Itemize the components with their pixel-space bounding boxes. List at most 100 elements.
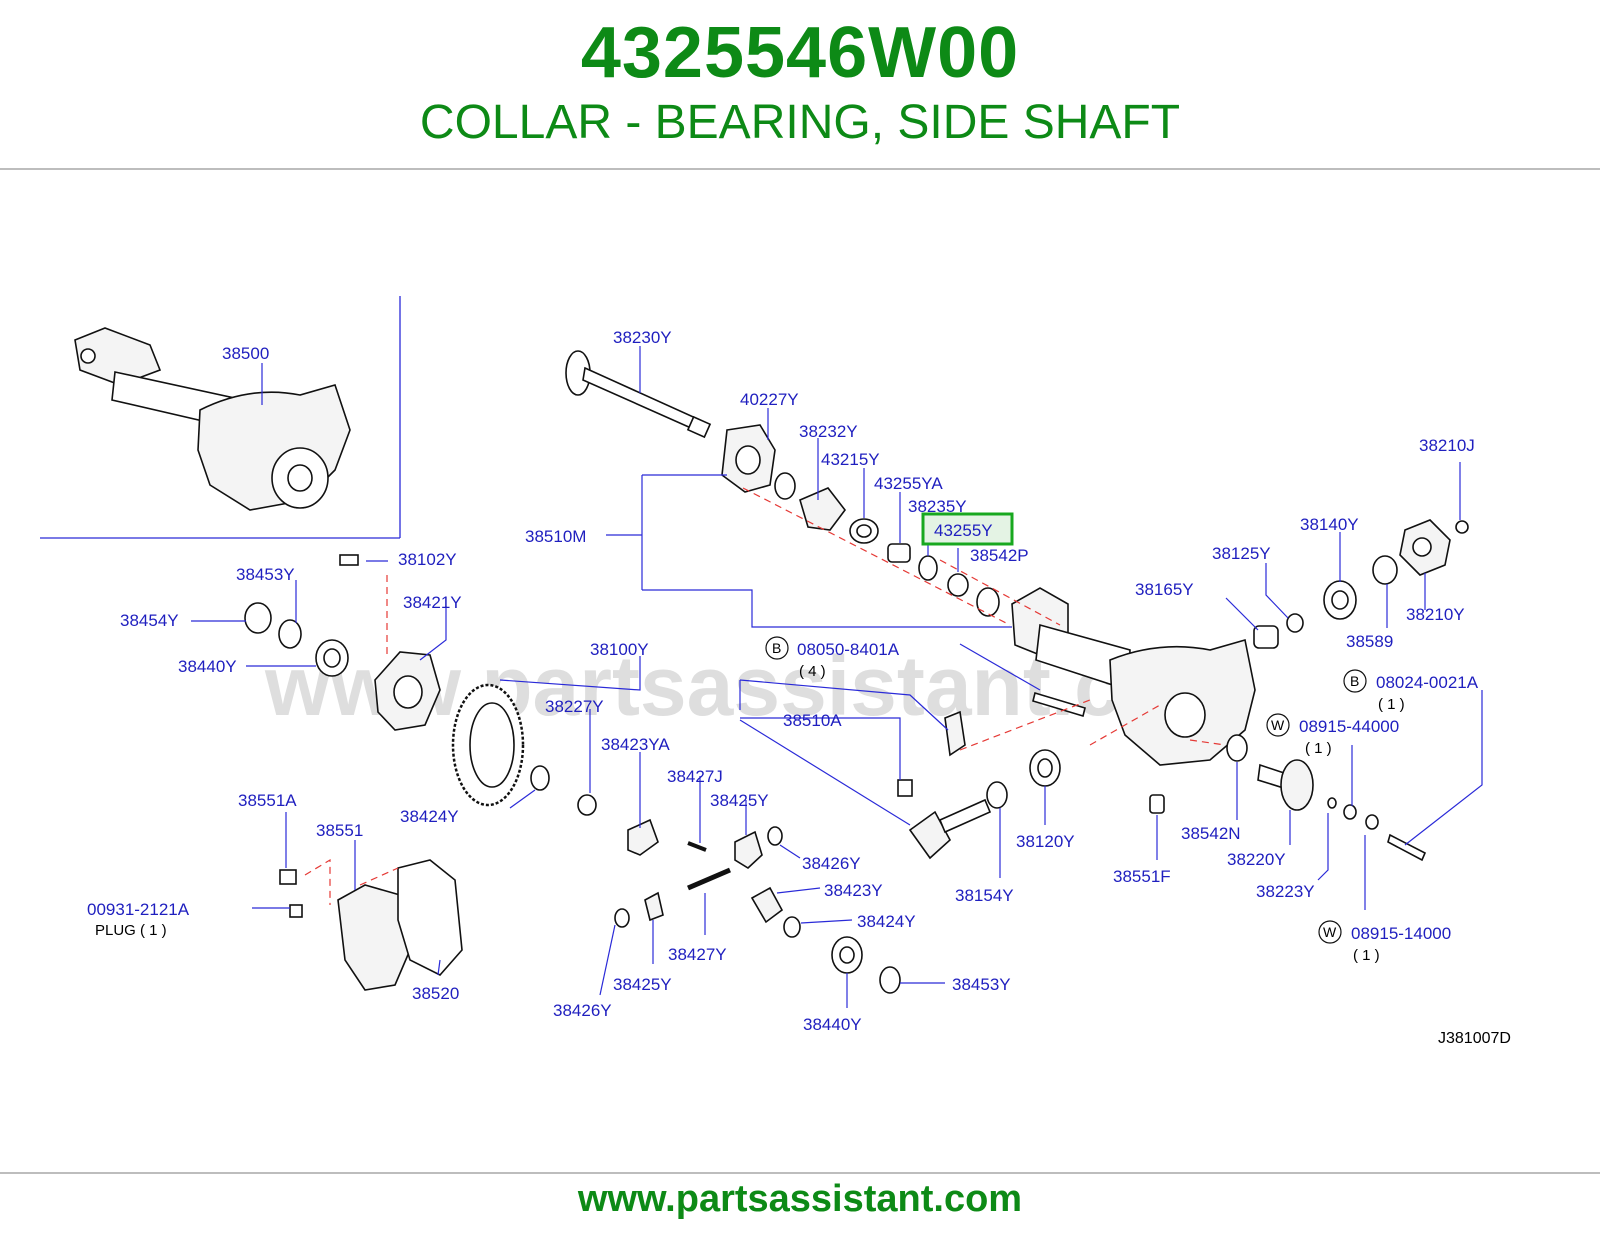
label-38120Y[interactable]: 38120Y	[1016, 832, 1075, 851]
label-38235Y[interactable]: 38235Y	[908, 497, 967, 516]
label-08915-14000[interactable]: 08915-14000	[1351, 924, 1451, 943]
bearing-38440Y-low-drawing	[831, 936, 863, 974]
label-38421Y[interactable]: 38421Y	[403, 593, 462, 612]
plug-note: PLUG ( 1 )	[95, 922, 167, 939]
label-43215Y[interactable]: 43215Y	[821, 450, 880, 469]
seal-38542N-drawing	[1226, 734, 1248, 762]
seal-38589-drawing	[1372, 555, 1398, 585]
label-38232Y[interactable]: 38232Y	[799, 422, 858, 441]
label-38154Y[interactable]: 38154Y	[955, 886, 1014, 905]
label-38210J[interactable]: 38210J	[1419, 436, 1475, 455]
label-38102Y[interactable]: 38102Y	[398, 550, 457, 569]
label-38440Y-top[interactable]: 38440Y	[178, 657, 237, 676]
footer-url-link[interactable]: www.partsassistant.com	[577, 1178, 1023, 1220]
washer-38223Y-drawing	[1327, 797, 1337, 809]
bearing-43215Y-drawing	[849, 518, 879, 544]
label-38510M[interactable]: 38510M	[525, 527, 586, 546]
bearing-38120Y-drawing	[1029, 749, 1061, 787]
label-38423Y[interactable]: 38423Y	[824, 881, 883, 900]
symbol-circles: B B W W	[765, 636, 1367, 944]
thrust-washer-38426Y-drawing	[767, 826, 783, 846]
drive-pinion-38154Y-drawing	[908, 798, 992, 860]
side-gear-38425Y-drawing	[734, 830, 763, 870]
plug-00931-2121A-drawing	[289, 904, 303, 918]
diagram-code: J381007D	[1438, 1030, 1511, 1047]
gasket-38520-drawing	[397, 859, 463, 976]
pinion-38423Y-drawing	[750, 886, 784, 924]
label-38165Y[interactable]: 38165Y	[1135, 580, 1194, 599]
assembly-dashed-lines	[304, 487, 1226, 905]
label-38426Y-low[interactable]: 38426Y	[553, 1001, 612, 1020]
nut-38424Y-left-drawing	[530, 765, 550, 791]
label-38453Y-low[interactable]: 38453Y	[952, 975, 1011, 994]
label-38551F[interactable]: 38551F	[1113, 867, 1171, 886]
bushing-38227Y-drawing	[577, 794, 597, 816]
part-description: COLLAR - BEARING, SIDE SHAFT	[419, 96, 1181, 149]
label-38140Y[interactable]: 38140Y	[1300, 515, 1359, 534]
pinion-38423YA-drawing	[627, 818, 659, 856]
axle-shaft-38230Y-drawing	[565, 350, 712, 439]
shim-38453Y-low-drawing	[879, 966, 901, 994]
label-38454Y[interactable]: 38454Y	[120, 611, 179, 630]
label-43255Y-highlighted[interactable]: 43255Y	[934, 521, 993, 540]
label-38453Y-top[interactable]: 38453Y	[236, 565, 295, 584]
label-38424Y-right[interactable]: 38424Y	[857, 912, 916, 931]
part-number-title: 4325546W00	[580, 13, 1020, 93]
label-38220Y[interactable]: 38220Y	[1227, 850, 1286, 869]
side-gear-38425Y-low-drawing	[644, 891, 664, 922]
assembly-inset-frame	[40, 296, 401, 539]
leader-lines	[191, 346, 1483, 1008]
companion-flange-38210Y-drawing	[1399, 519, 1451, 576]
quantity-1-b: ( 1 )	[1305, 740, 1332, 757]
nut-38424Y-right-drawing	[783, 916, 801, 938]
label-08915-44000[interactable]: 08915-44000	[1299, 717, 1399, 736]
label-08024-0021A[interactable]: 08024-0021A	[1376, 673, 1479, 692]
bolt-symbol-B-2: B	[1350, 673, 1359, 689]
washer-38454Y-drawing	[244, 602, 272, 634]
ring-gear-38100Y-drawing	[451, 683, 525, 807]
washer-08915-14000-drawing	[1365, 814, 1379, 830]
label-38551[interactable]: 38551	[316, 821, 363, 840]
label-38125Y[interactable]: 38125Y	[1212, 544, 1271, 563]
label-38223Y[interactable]: 38223Y	[1256, 882, 1315, 901]
label-00931-2121A[interactable]: 00931-2121A	[87, 900, 190, 919]
label-38551A[interactable]: 38551A	[238, 791, 297, 810]
plug-38551F-drawing	[1149, 794, 1165, 814]
label-43255YA[interactable]: 43255YA	[874, 474, 943, 493]
collar-43255YA-drawing	[887, 543, 911, 563]
label-38427J[interactable]: 38427J	[667, 767, 723, 786]
seal-38542P-drawing	[976, 587, 1000, 617]
label-38589[interactable]: 38589	[1346, 632, 1393, 651]
label-38427Y[interactable]: 38427Y	[668, 945, 727, 964]
label-38520[interactable]: 38520	[412, 984, 459, 1003]
label-38100Y[interactable]: 38100Y	[590, 640, 649, 659]
label-38425Y-mid[interactable]: 38425Y	[710, 791, 769, 810]
washer-08915-44000-drawing	[1343, 804, 1357, 820]
part-labels: 38500 38102Y 38453Y 38454Y 38421Y 38440Y…	[87, 328, 1511, 1047]
footer-divider	[0, 1172, 1600, 1174]
label-38424Y-left[interactable]: 38424Y	[400, 807, 459, 826]
quantity-1-a: ( 1 )	[1378, 696, 1405, 713]
label-38210Y[interactable]: 38210Y	[1406, 605, 1465, 624]
shaft-38427Y-drawing	[687, 867, 731, 891]
header-divider	[0, 168, 1600, 170]
cap-38510A-drawing	[944, 710, 966, 757]
oil-seal-38232Y-drawing	[774, 472, 796, 500]
label-38510A[interactable]: 38510A	[783, 711, 842, 730]
label-08050-8401A[interactable]: 08050-8401A	[797, 640, 900, 659]
shim-38453Y-drawing	[278, 619, 302, 649]
label-38500[interactable]: 38500	[222, 344, 269, 363]
label-38426Y-mid[interactable]: 38426Y	[802, 854, 861, 873]
label-40227Y[interactable]: 40227Y	[740, 390, 799, 409]
label-38227Y[interactable]: 38227Y	[545, 697, 604, 716]
label-38423YA[interactable]: 38423YA	[601, 735, 670, 754]
washer-symbol-W-1: W	[1271, 717, 1285, 733]
quantity-1-c: ( 1 )	[1353, 947, 1380, 964]
label-38440Y-low[interactable]: 38440Y	[803, 1015, 862, 1034]
label-38230Y[interactable]: 38230Y	[613, 328, 672, 347]
label-38542N[interactable]: 38542N	[1181, 824, 1241, 843]
label-38542P[interactable]: 38542P	[970, 546, 1029, 565]
label-38425Y-low[interactable]: 38425Y	[613, 975, 672, 994]
differential-case-38421Y-drawing	[374, 651, 441, 731]
